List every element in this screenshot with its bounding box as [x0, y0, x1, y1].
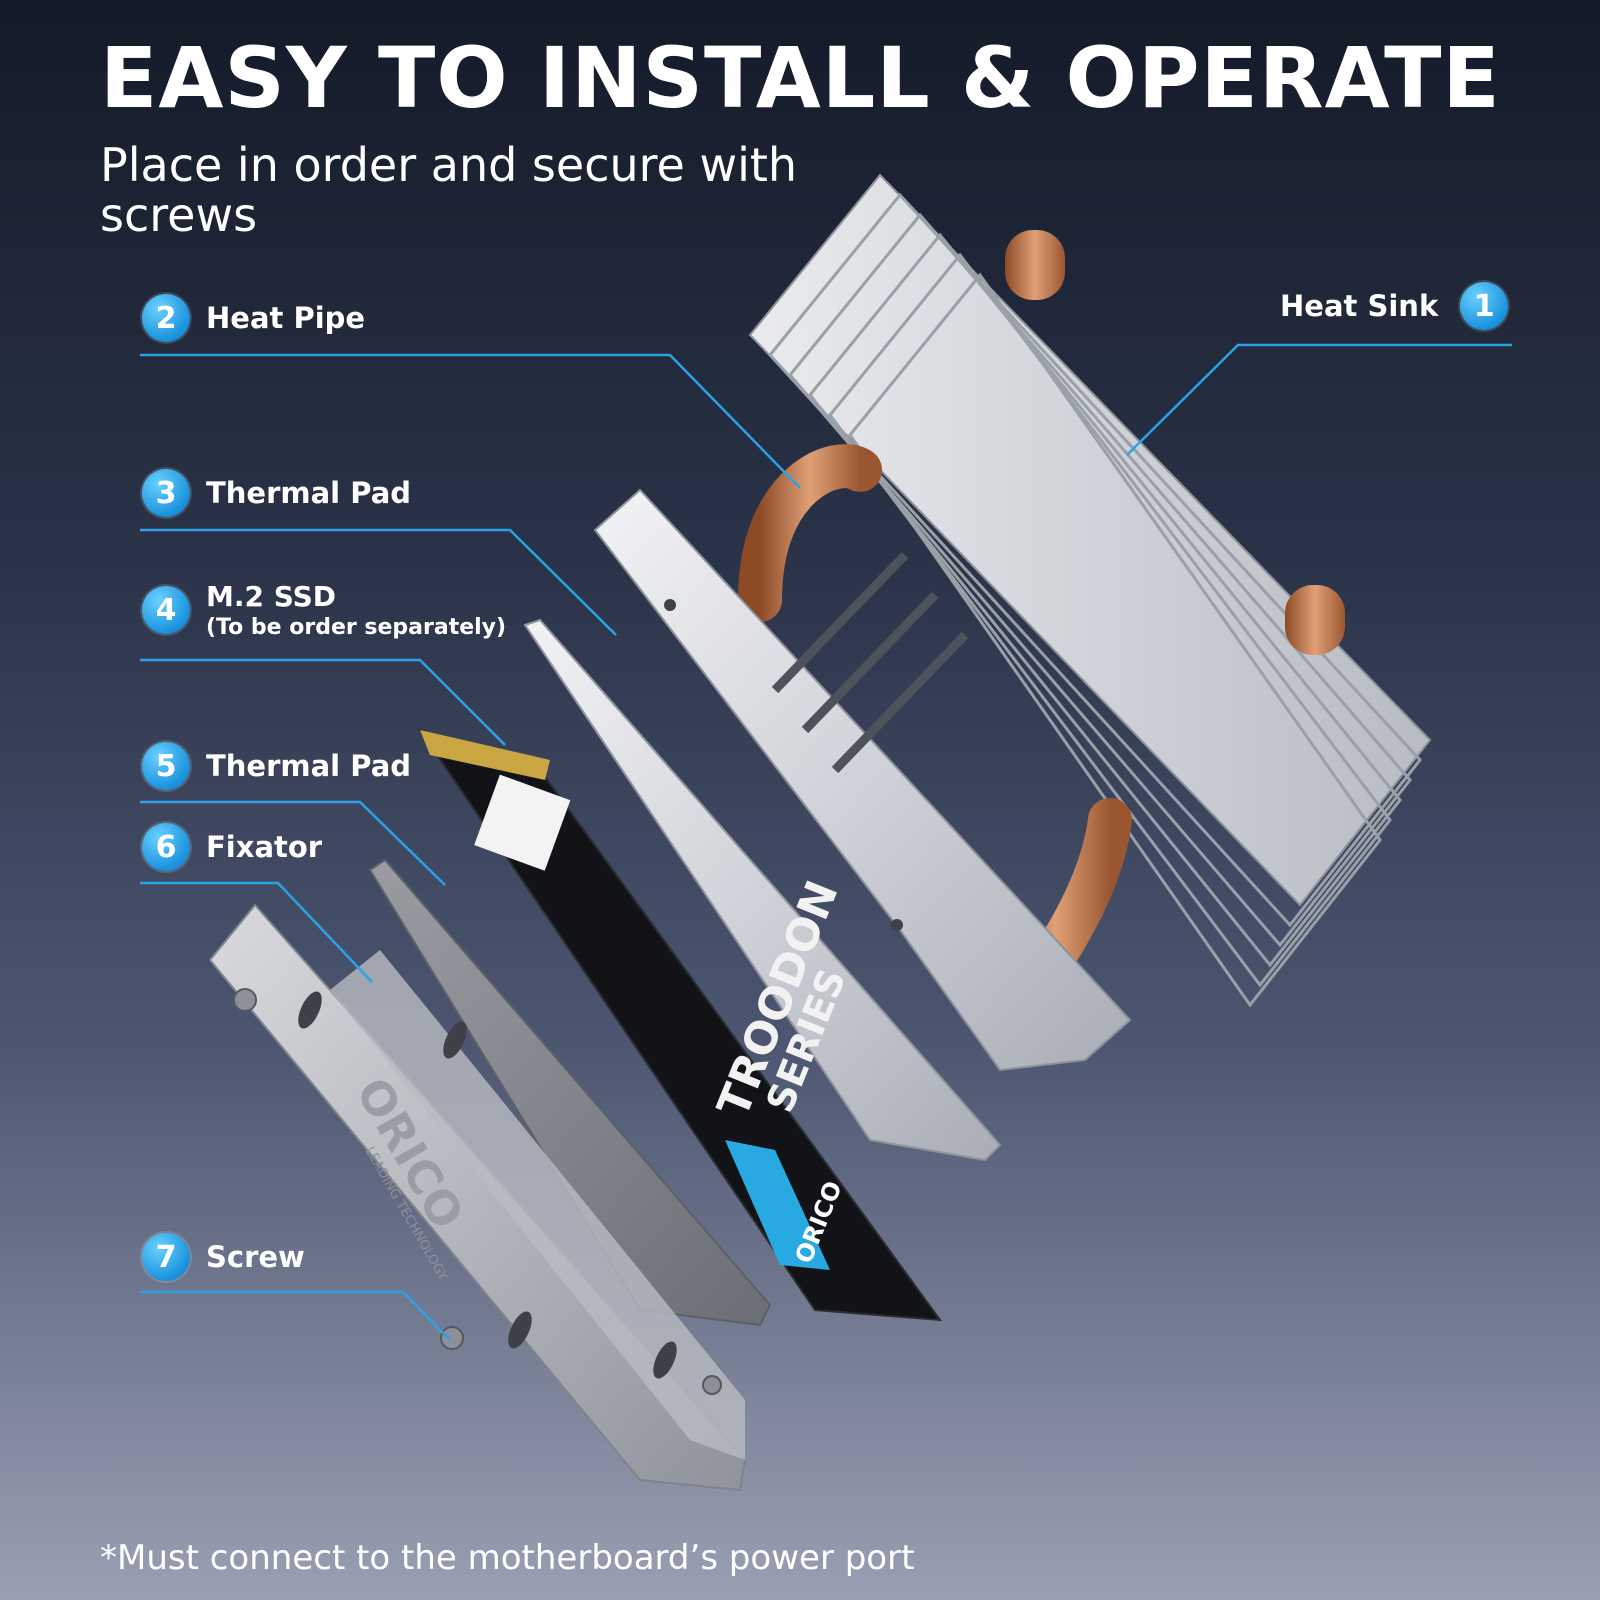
callout-thermal-pad-bottom: 5 Thermal Pad: [142, 742, 411, 790]
callout-m2-ssd: 4 M.2 SSD (To be order separately): [142, 580, 506, 640]
thermal-pad-top: [523, 618, 1002, 1162]
page-title: EASY TO INSTALL & OPERATE: [100, 29, 1501, 127]
leader-line-thermal-pad-bottom: [140, 800, 446, 886]
callout-number-badge: 6: [142, 823, 190, 871]
callout-number-badge: 5: [142, 742, 190, 790]
callout-number-badge: 1: [1460, 282, 1509, 330]
leader-line-screw: [140, 1290, 451, 1341]
heat-sink-fins: [748, 173, 1432, 1008]
callout-number-badge: 7: [142, 1233, 190, 1281]
callout-heat-pipe: 2 Heat Pipe: [142, 294, 365, 342]
leader-line-heat-pipe: [140, 353, 801, 489]
leader-line-thermal-pad-top: [140, 528, 617, 636]
callout-number-badge: 3: [142, 469, 190, 517]
callout-number-badge: 2: [142, 294, 190, 342]
callout-number-badge: 4: [142, 586, 190, 634]
callout-label: M.2 SSD: [206, 580, 337, 613]
footnote: *Must connect to the motherboard’s power…: [100, 1538, 915, 1578]
leader-line-m2-ssd: [140, 658, 506, 746]
fixator-bracket: ORICO LEADING TECHNOLOGY: [208, 903, 747, 1492]
callout-sublabel: (To be order separately): [206, 615, 507, 640]
callout-thermal-pad-top: 3 Thermal Pad: [142, 469, 411, 517]
heat-sink-base: [593, 488, 1132, 1072]
callout-label: Thermal Pad: [206, 749, 412, 783]
callout-label: Fixator: [206, 830, 323, 864]
callout-heat-sink: Heat Sink 1: [1280, 282, 1509, 330]
callout-label: Heat Pipe: [206, 301, 366, 335]
leader-line-fixator: [140, 881, 373, 983]
screws: [233, 988, 722, 1395]
callout-label: Thermal Pad: [206, 476, 412, 510]
callout-label: Heat Sink: [1280, 289, 1439, 323]
page-subtitle: Place in order and secure with screws: [100, 138, 798, 242]
leader-line-heat-sink: [1126, 343, 1512, 456]
callout-fixator: 6 Fixator: [142, 823, 322, 871]
callout-label: Screw: [206, 1240, 305, 1274]
callout-screw: 7 Screw: [142, 1233, 305, 1281]
